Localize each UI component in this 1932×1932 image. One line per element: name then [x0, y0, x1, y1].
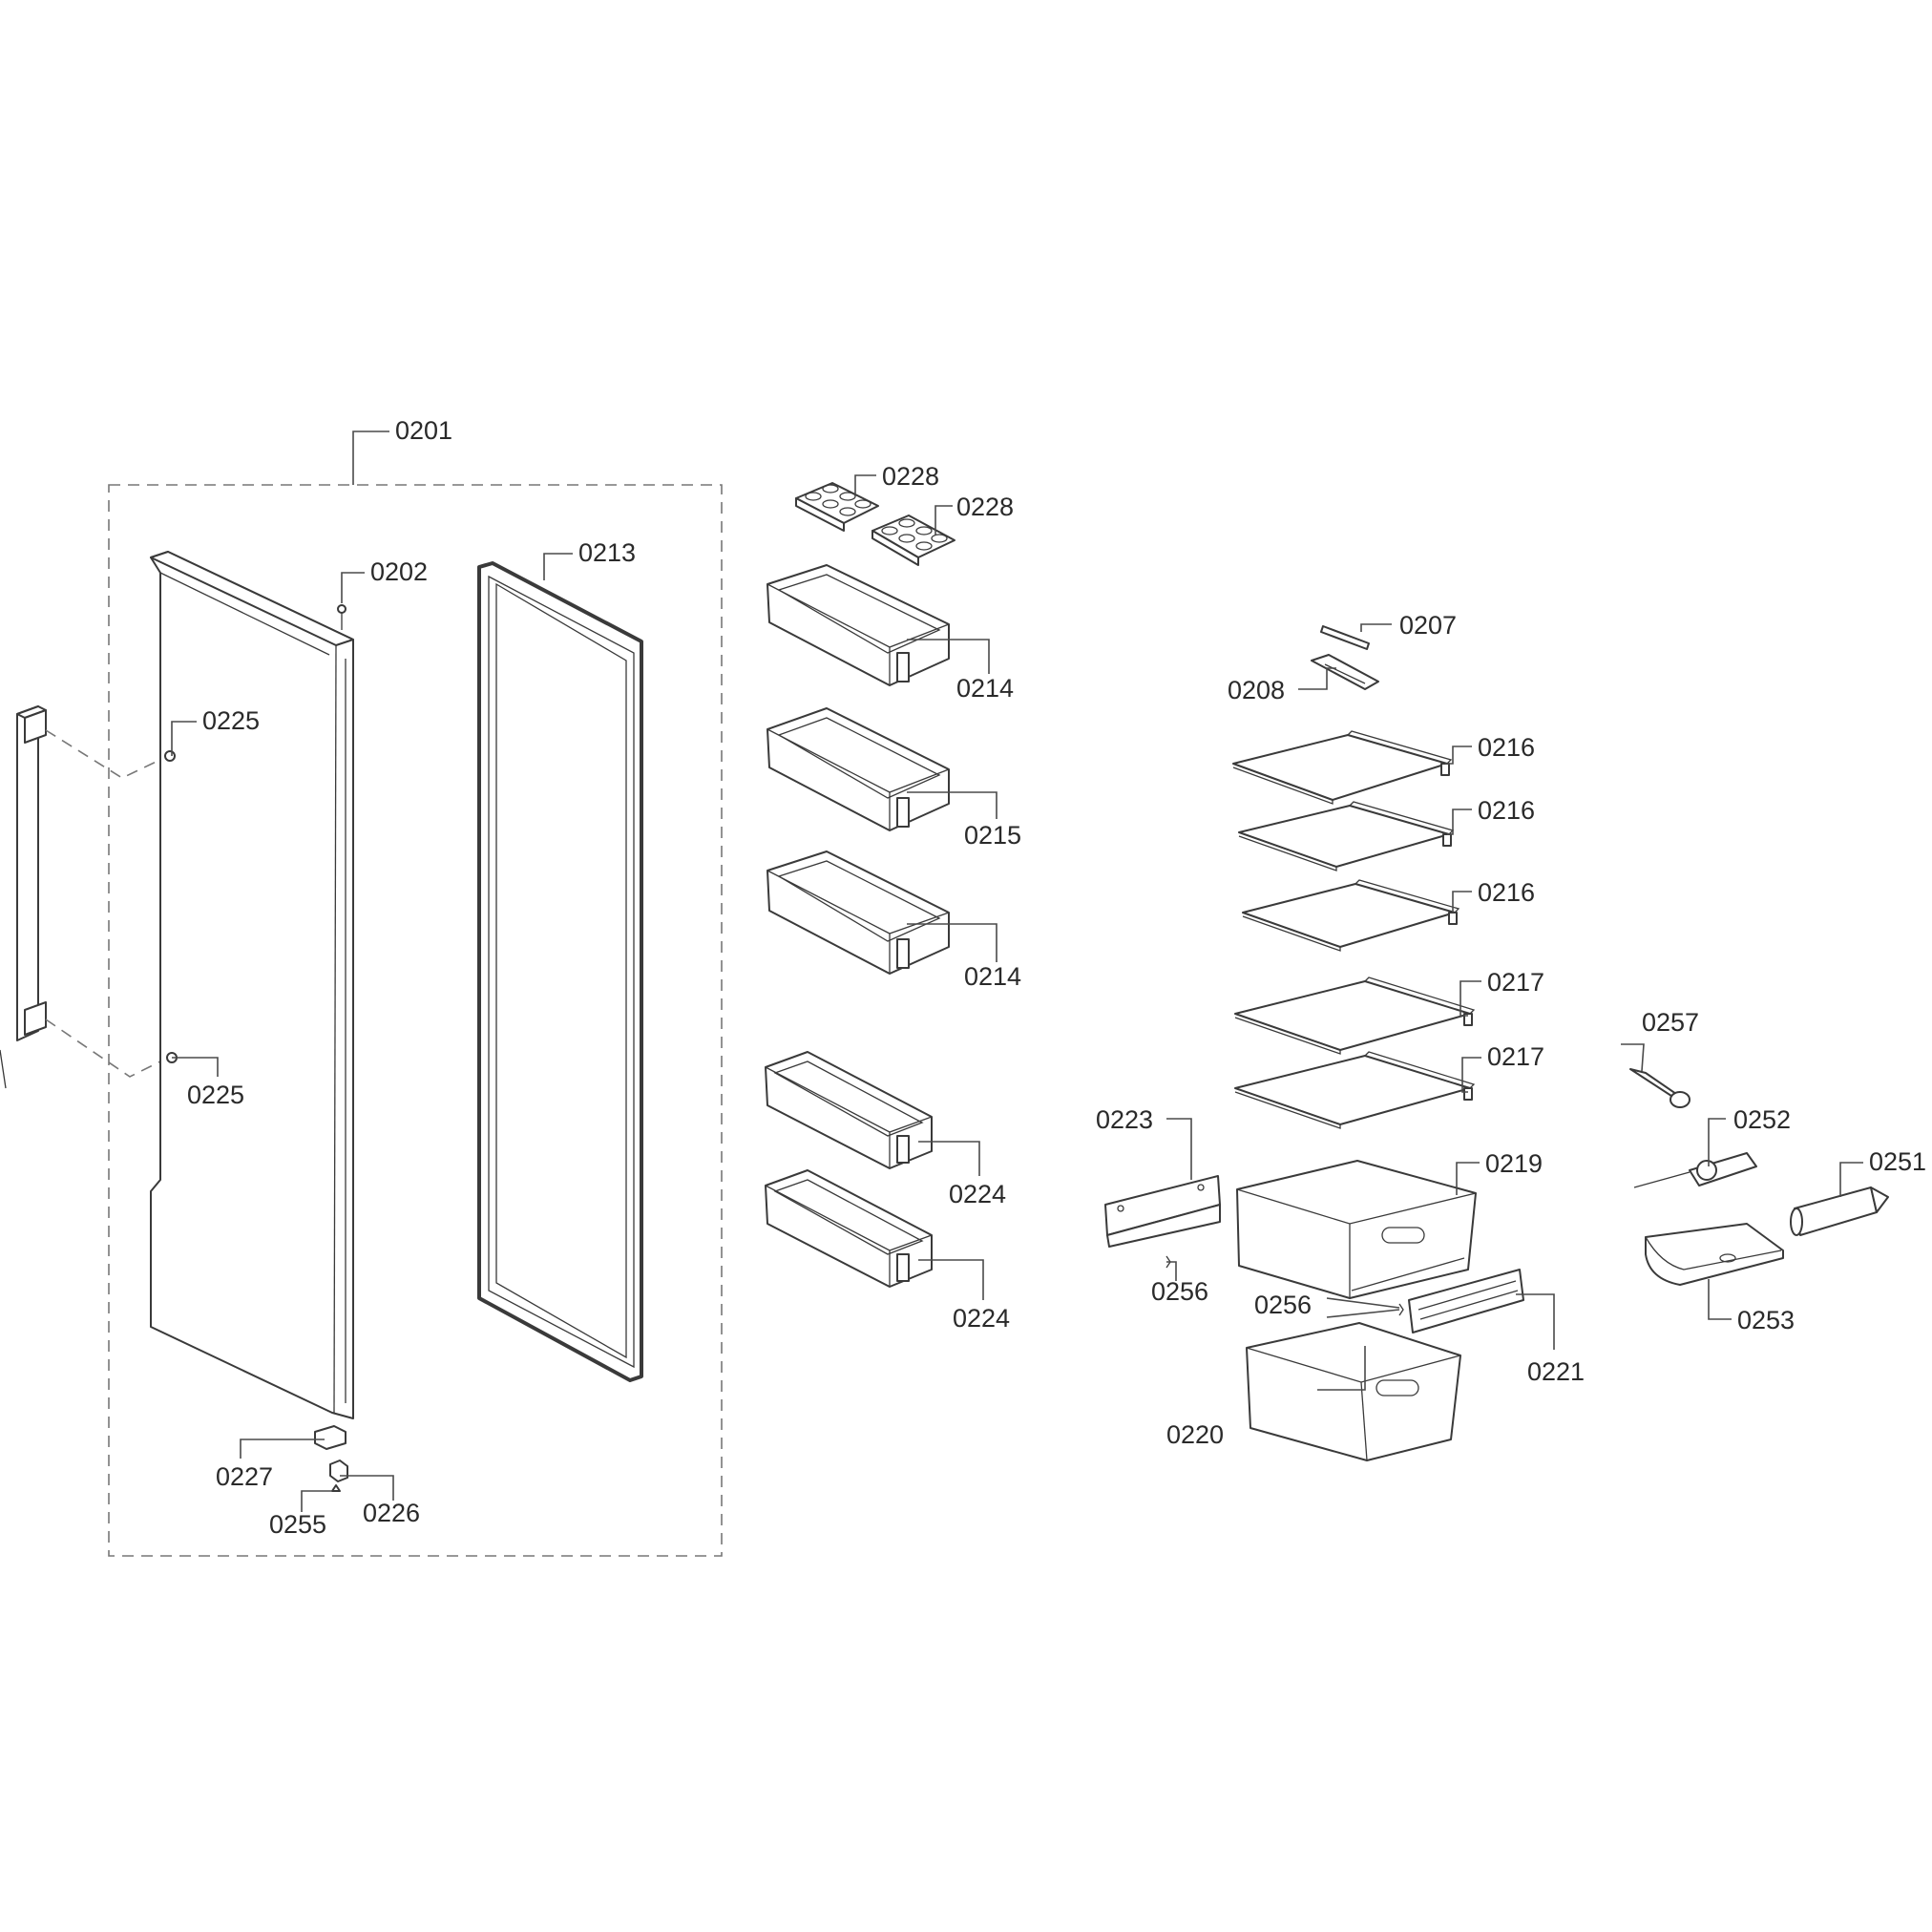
label-0224-upper: 0224 [949, 1180, 1006, 1208]
door-bin-0224-upper [765, 1051, 933, 1169]
glass-shelf-0217-1 [1234, 976, 1476, 1055]
label-0215: 0215 [964, 821, 1021, 850]
label-0228-a: 0228 [882, 462, 939, 491]
label-0208: 0208 [1228, 676, 1285, 704]
label-0227: 0227 [216, 1462, 273, 1491]
egg-tray-1 [795, 482, 879, 532]
label-0226: 0226 [363, 1499, 420, 1527]
valve-0252 [1633, 1152, 1757, 1188]
handle-screw-line-top [45, 729, 169, 779]
leader-lines [171, 430, 1863, 1512]
label-0255: 0255 [269, 1510, 326, 1539]
label-0213: 0213 [578, 538, 636, 567]
hinge-pin-0202 [337, 604, 346, 630]
cover-screw [1398, 1303, 1404, 1316]
door-bin-0224-lower [765, 1169, 933, 1288]
hinge-screw [331, 1484, 341, 1492]
label-0214-upper: 0214 [956, 674, 1014, 703]
glass-shelf-0216-2 [1238, 801, 1455, 872]
handle-screw-upper [164, 750, 176, 762]
crisper-drawer-upper [1236, 1160, 1477, 1299]
filter-housing-0253 [1645, 1223, 1784, 1286]
door-assembly-boundary [108, 484, 723, 1557]
label-0216-3: 0216 [1478, 878, 1535, 907]
handle-screw-line-bottom [45, 1018, 169, 1078]
label-0216-2: 0216 [1478, 796, 1535, 825]
door-bin-0214-lower [766, 850, 950, 975]
label-0201: 0201 [395, 416, 452, 445]
filter-0251 [1790, 1186, 1889, 1236]
label-0224-lower: 0224 [953, 1304, 1010, 1333]
label-0220: 0220 [1166, 1420, 1224, 1449]
glass-shelf-0216-1 [1232, 730, 1453, 805]
light-rod [1320, 625, 1370, 650]
egg-tray-2 [872, 514, 956, 566]
part-labels: 0201 0202 0213 0225 0225 0227 0226 0255 … [187, 416, 1926, 1539]
label-0252: 0252 [1733, 1105, 1791, 1134]
door-handle [0, 705, 47, 1089]
door-bin-0214-upper [766, 564, 950, 686]
label-0223: 0223 [1096, 1105, 1153, 1134]
label-0256-b: 0256 [1254, 1291, 1312, 1319]
hinge-bushing [329, 1460, 348, 1482]
light-holder [1311, 654, 1379, 690]
drawer-rail [1104, 1175, 1221, 1248]
label-0256-a: 0256 [1151, 1277, 1208, 1306]
label-0253: 0253 [1737, 1306, 1795, 1334]
label-0217-2: 0217 [1487, 1042, 1544, 1071]
glass-shelf-0217-2 [1234, 1051, 1476, 1129]
label-0225-lower: 0225 [187, 1081, 244, 1109]
door-bin-0215 [766, 707, 950, 831]
label-0225-upper: 0225 [202, 706, 260, 735]
label-0202: 0202 [370, 557, 428, 586]
label-0228-b: 0228 [956, 493, 1014, 521]
water-tube-0257 [1629, 1068, 1690, 1108]
crisper-drawer-lower [1246, 1322, 1461, 1461]
door-gasket [477, 561, 643, 1382]
humidity-cover [1408, 1269, 1524, 1334]
label-0221: 0221 [1527, 1357, 1585, 1386]
glass-shelf-0216-3 [1242, 879, 1460, 952]
bottom-hinge-bracket [314, 1425, 346, 1450]
label-0257: 0257 [1642, 1008, 1699, 1037]
label-0217-1: 0217 [1487, 968, 1544, 997]
label-0219: 0219 [1485, 1149, 1543, 1178]
label-0207: 0207 [1399, 611, 1457, 640]
door-panel [150, 551, 354, 1419]
label-0214-lower: 0214 [964, 962, 1021, 991]
label-0216-1: 0216 [1478, 733, 1535, 762]
label-0251: 0251 [1869, 1147, 1926, 1176]
